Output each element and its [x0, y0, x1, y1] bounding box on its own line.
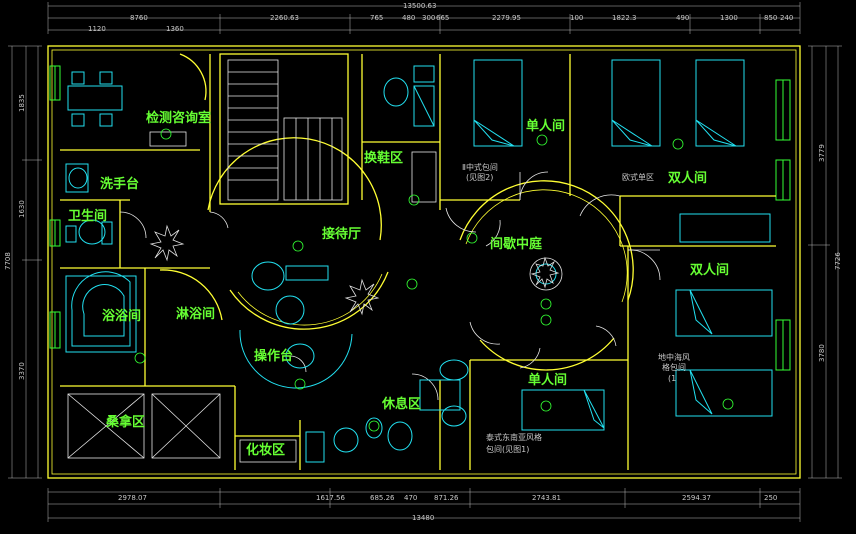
- dim-top-13: 1300: [720, 14, 738, 22]
- label-makeup-area: 化妆区: [246, 442, 285, 458]
- dim-overall-bottom: 13480: [412, 514, 434, 522]
- note-single-top-1: Ⅱ中式包间: [462, 162, 498, 172]
- label-operation-counter: 操作台: [254, 348, 293, 364]
- dim-right-3: 3780: [818, 344, 826, 362]
- plant-decor: [149, 224, 560, 316]
- dim-left-1: 1835: [18, 94, 26, 112]
- dim-top-12: 490: [676, 14, 689, 22]
- dim-top-10: 100: [570, 14, 583, 22]
- label-reception: 接待厅: [322, 226, 361, 242]
- label-double-room-top: 双人间: [668, 170, 707, 186]
- dim-bottom-2: 1617.56: [316, 494, 345, 502]
- dim-bottom-3: 685.26: [370, 494, 395, 502]
- dim-right-1: 3779: [818, 144, 826, 162]
- dim-top-9: 2279.95: [492, 14, 521, 22]
- dim-top-7: 300: [422, 14, 435, 22]
- label-shoe-area: 换鞋区: [364, 150, 403, 166]
- label-rest-area: 休息区: [381, 396, 421, 412]
- dim-bottom-1: 2978.07: [118, 494, 147, 502]
- windows: [49, 65, 791, 371]
- dim-top-15: 240: [780, 14, 793, 22]
- dim-overall-top: 13500.63: [403, 2, 436, 10]
- note-double-right-3: (1: [668, 374, 676, 383]
- dim-bottom-8: 250: [764, 494, 777, 502]
- annotation-notes: Ⅱ中式包间 (见图2) 欧式单区 地中海风 格包间 (1 泰式东南亚风格 包间(…: [462, 162, 690, 454]
- dim-top-3: 1360: [166, 25, 184, 33]
- label-toilet: 卫生间: [68, 208, 107, 224]
- note-single-bottom-2: 包间(见图1): [486, 444, 529, 454]
- label-sauna-area: 桑拿区: [105, 414, 145, 430]
- dim-left-3: 7708: [4, 252, 12, 270]
- dim-top-11: 1822.3: [612, 14, 637, 22]
- dimension-text: 13500.63 8760 1120 1360 2260.63 765 480 …: [4, 2, 842, 522]
- stairs: [227, 59, 343, 201]
- doors: [119, 171, 661, 401]
- outer-walls: [47, 45, 801, 479]
- dim-top-2: 1120: [88, 25, 106, 33]
- dim-top-8: 665: [436, 14, 449, 22]
- dim-top-1: 8760: [130, 14, 148, 22]
- dim-bottom-6: 2743.81: [532, 494, 561, 502]
- room-labels: 检测咨询室 洗手台 卫生间 换鞋区 接待厅 单人间 双人间 间歇中庭 双人间 浴…: [68, 110, 729, 458]
- label-shower-room: 淋浴间: [176, 306, 215, 322]
- dim-left-2: 1630: [18, 200, 26, 218]
- dim-top-4: 2260.63: [270, 14, 299, 22]
- note-double-right-1: 地中海风: [658, 352, 690, 362]
- dim-top-5: 765: [370, 14, 383, 22]
- label-courtyard: 间歇中庭: [490, 236, 543, 252]
- index-tags: [134, 128, 734, 432]
- label-bathtub-room: 浴浴间: [102, 308, 141, 324]
- label-single-room-bottom: 单人间: [528, 372, 567, 388]
- furniture: [65, 59, 773, 463]
- dim-right-2: 7726: [834, 252, 842, 270]
- note-double-top: 欧式单区: [622, 172, 654, 182]
- dim-left-4: 3370: [18, 362, 26, 380]
- note-double-right-2: 格包间: [662, 362, 686, 372]
- note-single-top-2: (见图2): [466, 173, 493, 182]
- dim-bottom-5: 871.26: [434, 494, 459, 502]
- note-single-bottom-1: 泰式东南亚风格: [486, 432, 542, 442]
- dim-top-14: 850: [764, 14, 777, 22]
- label-double-room-right: 双人间: [690, 262, 729, 278]
- dim-bottom-4: 470: [404, 494, 417, 502]
- dim-top-6: 480: [402, 14, 415, 22]
- label-single-room-top: 单人间: [526, 118, 565, 134]
- curved-walls: [159, 53, 634, 371]
- label-consult-room: 检测咨询室: [146, 110, 211, 126]
- label-wash-basin: 洗手台: [100, 176, 139, 192]
- interior-walls: [60, 53, 776, 470]
- dim-bottom-7: 2594.37: [682, 494, 711, 502]
- dimension-lines: [8, 2, 842, 522]
